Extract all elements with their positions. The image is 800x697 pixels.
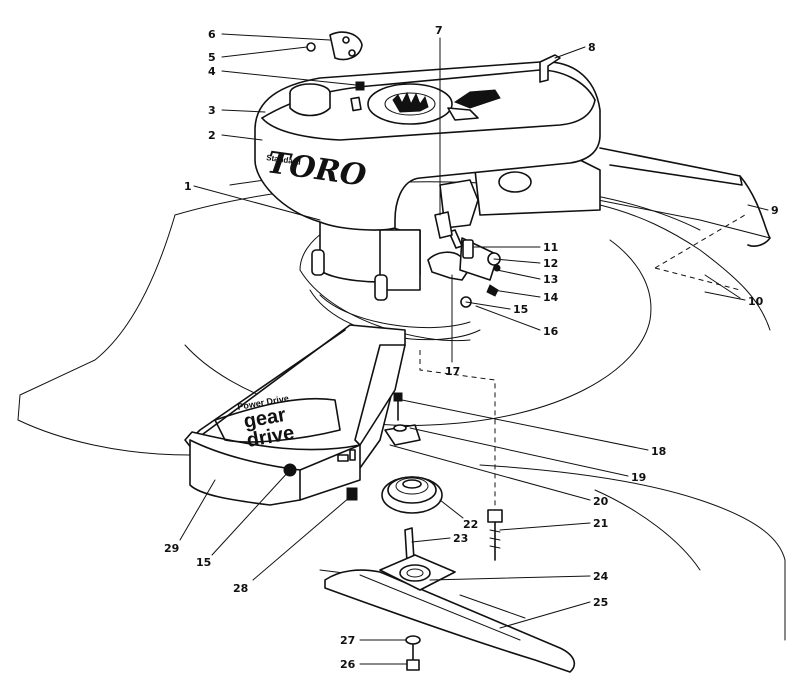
- bracket-8: [539, 54, 561, 83]
- callout-27: 27: [340, 634, 355, 647]
- callout-11: 11: [543, 241, 558, 254]
- callout-9: 9: [771, 204, 779, 217]
- pulley-22: [381, 476, 443, 514]
- shroud-clip: [306, 31, 365, 91]
- callout-4: 4: [208, 65, 216, 78]
- bolt-21: [487, 509, 503, 561]
- callout-5: 5: [208, 51, 216, 64]
- engine: [254, 61, 601, 308]
- callout-22: 22: [463, 518, 478, 531]
- callout-20: 20: [593, 495, 609, 508]
- callout-3: 3: [208, 104, 216, 117]
- blade-mount-hardware: [384, 350, 496, 510]
- callout-10: 10: [748, 295, 764, 308]
- blade: [324, 554, 576, 673]
- callout-1: 1: [184, 180, 192, 193]
- callout-8: 8: [588, 41, 596, 54]
- callout-26: 26: [340, 658, 356, 671]
- callout-13: 13: [543, 273, 558, 286]
- callout-25: 25: [593, 596, 608, 609]
- callout-numbers: 6 5 4 3 2 1 7 8 9 10 11 12 13 14 15 16 1…: [164, 24, 779, 671]
- callout-7: 7: [435, 24, 443, 37]
- callout-28: 28: [233, 582, 248, 595]
- callout-29: 29: [164, 542, 179, 555]
- callout-15-bottom: 15: [196, 556, 211, 569]
- callout-14: 14: [543, 291, 559, 304]
- callout-24: 24: [593, 570, 609, 583]
- callout-15-top: 15: [513, 303, 528, 316]
- callout-6: 6: [208, 28, 216, 41]
- callout-18: 18: [651, 445, 666, 458]
- callout-21: 21: [593, 517, 608, 530]
- callout-23: 23: [453, 532, 468, 545]
- callout-19: 19: [631, 471, 646, 484]
- callout-16: 16: [543, 325, 559, 338]
- callout-17: 17: [445, 365, 460, 378]
- callout-12: 12: [543, 257, 558, 270]
- gear-drive-cover: [184, 324, 406, 506]
- rear-bracket: [597, 147, 771, 299]
- callout-2: 2: [208, 129, 216, 142]
- blade-bolt: [405, 635, 421, 671]
- flywheel-screen: [392, 91, 429, 113]
- leader-lines: [179, 33, 769, 665]
